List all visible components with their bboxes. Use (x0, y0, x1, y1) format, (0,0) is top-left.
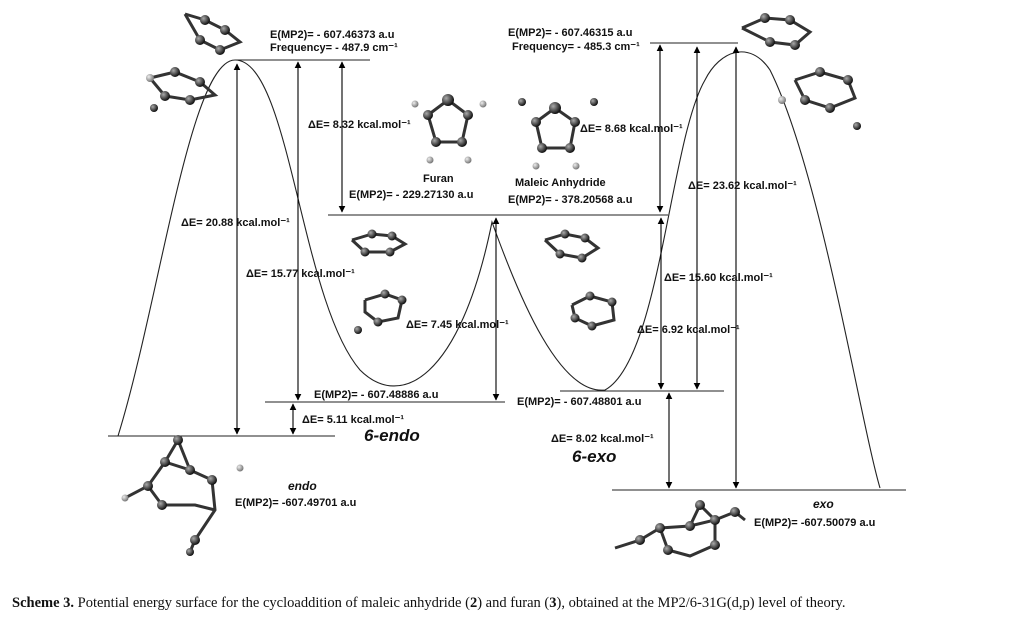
complex-exo-label: 6-exo (572, 447, 616, 466)
ts-exo-frequency: Frequency= - 485.3 cm⁻¹ (512, 41, 640, 53)
figure-caption: Scheme 3. Potential energy surface for t… (12, 594, 1008, 613)
delta-e-23-62: ΔE= 23.62 kcal.mol⁻¹ (688, 180, 797, 192)
delta-e-8-68: ΔE= 8.68 kcal.mol⁻¹ (580, 123, 683, 135)
product-exo-energy: E(MP2)= -607.50079 a.u (754, 517, 875, 529)
caption-text-2: ) and furan ( (477, 595, 550, 611)
ts-exo-energy: E(MP2)= - 607.46315 a.u (508, 27, 632, 39)
product-exo-molecule (614, 500, 746, 558)
caption-text-1: Potential energy surface for the cycload… (74, 595, 470, 611)
delta-e-8-02: ΔE= 8.02 kcal.mol⁻¹ (551, 433, 654, 445)
delta-e-15-77: ΔE= 15.77 kcal.mol⁻¹ (246, 268, 355, 280)
complex-endo-energy: E(MP2)= - 607.48886 a.u (314, 389, 438, 401)
furan-name: Furan (423, 173, 454, 185)
caption-compound-3: 3 (549, 595, 557, 611)
ts-endo-molecule (146, 12, 243, 112)
product-endo-name: endo (288, 479, 317, 493)
ts-exo-molecule (741, 13, 861, 130)
delta-e-5-11: ΔE= 5.11 kcal.mol⁻¹ (302, 414, 404, 426)
anhydride-name: Maleic Anhydride (515, 177, 606, 189)
delta-e-6-92: ΔE= 6.92 kcal.mol⁻¹ (637, 324, 740, 336)
anhydride-energy: E(MP2)= - 378.20568 a.u (508, 194, 632, 206)
complex-endo-label: 6-endo (364, 426, 420, 445)
complex-endo-molecule (350, 229, 409, 334)
caption-text-3: ), obtained at the MP2/6-31G(d,p) level … (556, 595, 846, 611)
complex-exo-energy: E(MP2)= - 607.48801 a.u (517, 396, 641, 408)
delta-e-20-88: ΔE= 20.88 kcal.mol⁻¹ (181, 217, 290, 229)
ts-endo-frequency: Frequency= - 487.9 cm⁻¹ (270, 42, 398, 54)
energy-arrows (233, 44, 740, 489)
ts-endo-energy: E(MP2)= - 607.46373 a.u (270, 29, 394, 41)
caption-prefix: Scheme 3. (12, 595, 75, 611)
product-endo-molecule (121, 435, 244, 556)
caption-compound-2: 2 (469, 595, 478, 611)
furan-energy: E(MP2)= - 229.27130 a.u (349, 189, 473, 201)
maleic-anhydride-molecule (518, 98, 598, 170)
delta-e-7-45: ΔE= 7.45 kcal.mol⁻¹ (406, 319, 509, 331)
complex-exo-molecule (543, 229, 617, 331)
energy-curve (117, 51, 881, 489)
product-exo-name: exo (813, 497, 834, 511)
delta-e-15-60: ΔE= 15.60 kcal.mol⁻¹ (664, 272, 773, 284)
delta-e-8-32: ΔE= 8.32 kcal.mol⁻¹ (308, 119, 411, 131)
furan-molecule (411, 94, 487, 164)
product-endo-energy: E(MP2)= -607.49701 a.u (235, 497, 356, 509)
